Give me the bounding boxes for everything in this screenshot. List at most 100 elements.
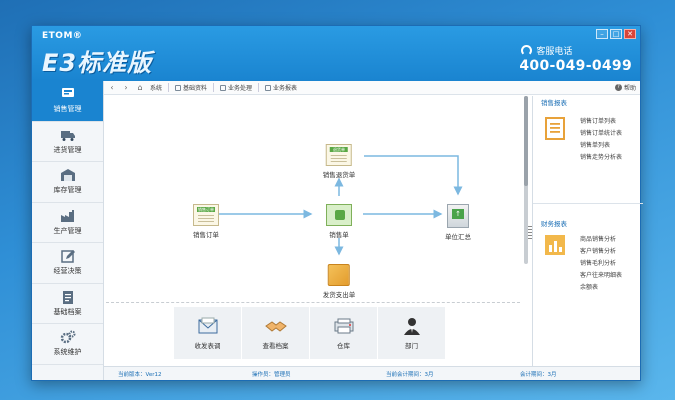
report-link[interactable]: 销售订单列表: [580, 118, 617, 125]
report-link[interactable]: 商品销售分析: [580, 236, 617, 243]
shortcut-archive[interactable]: 查看档案: [242, 307, 309, 359]
report-link[interactable]: 销售毛利分析: [580, 260, 617, 267]
sidebar-item-label: 销售管理: [53, 105, 82, 114]
toolbar-label: 系统: [150, 85, 163, 92]
node-sales-slip[interactable]: 销售单: [326, 204, 352, 239]
toolbar-label: 业务处理: [228, 85, 253, 92]
minimize-button[interactable]: –: [596, 29, 608, 39]
printer-icon: [333, 317, 355, 335]
support-hotline: 客服电话 400-049-0499: [519, 44, 632, 74]
toolbar-label: 基础资料: [183, 85, 208, 92]
shortcut-label: 查看档案: [262, 341, 289, 350]
help-button[interactable]: ?帮助: [614, 83, 636, 92]
sidebar-item-label: 经营决策: [53, 267, 82, 276]
folder-icon: [175, 84, 182, 91]
shortcut-label: 仓库: [337, 341, 350, 350]
report-link[interactable]: 余额表: [580, 284, 599, 291]
truck-icon: [60, 128, 76, 142]
report-link[interactable]: 客户销售分析: [580, 248, 617, 255]
report-icon: [265, 84, 272, 91]
status-version: 当前版本：Ver12: [118, 371, 162, 378]
toolbar-label: 业务报表: [273, 85, 298, 92]
section-divider: [106, 302, 520, 303]
gears-icon: [60, 330, 76, 344]
report-list-icon: [543, 116, 567, 140]
separator: [258, 83, 260, 92]
toolbar-business[interactable]: 业务处理: [220, 83, 252, 92]
shortcut-bar: 收发表调 查看档案 仓库 部门: [174, 307, 445, 359]
sidebar-item-label: 进货管理: [53, 145, 82, 154]
sidebar-item-archive[interactable]: 基础档案: [32, 284, 103, 324]
status-fiscal-period: 会计期间：3月: [520, 371, 557, 378]
help-label: 帮助: [623, 85, 636, 92]
sidebar-item-label: 系统维护: [53, 348, 82, 357]
toolbar-reports[interactable]: 业务报表: [265, 83, 297, 92]
finance-report-list: 商品销售分析 客户销售分析 销售毛利分析 客户往来明细表 余额表: [580, 234, 622, 291]
edit-icon: [60, 249, 76, 263]
node-summary[interactable]: ↑ 单位汇总: [445, 204, 471, 241]
person-icon: [401, 317, 423, 335]
node-sales-return[interactable]: 退货单 销售退货单: [322, 144, 356, 179]
sidebar-item-purchase[interactable]: 进货管理: [32, 122, 103, 162]
shortcut-warehouse[interactable]: 仓库: [310, 307, 377, 359]
report-link[interactable]: 销售订单统计表: [580, 130, 623, 137]
summary-icon: ↑: [447, 204, 469, 228]
product-logo: E3标准版: [42, 49, 153, 77]
vertical-scrollbar[interactable]: [524, 96, 528, 264]
sidebar: 销售管理 进货管理 库存管理 生产管理 经营决策: [32, 81, 104, 380]
sidebar-item-sales[interactable]: 销售管理: [32, 81, 103, 122]
node-shipment[interactable]: 发货支出单: [322, 264, 356, 299]
hotline-number: 400-049-0499: [519, 58, 632, 74]
toolbar: ‹ › ⌂ 系统 基础资料 业务处理 业务报表 ?帮助: [104, 81, 640, 95]
node-label: 销售退货单: [322, 171, 356, 179]
node-label: 发货支出单: [322, 291, 356, 299]
back-arrow-icon[interactable]: ‹: [110, 83, 114, 92]
finance-report-title: 财务报表: [541, 220, 567, 228]
report-link[interactable]: 客户往来明细表: [580, 272, 623, 279]
report-link[interactable]: 销售单列表: [580, 142, 611, 149]
separator: [213, 83, 215, 92]
maximize-button[interactable]: □: [610, 29, 622, 39]
close-button[interactable]: ✕: [624, 29, 636, 39]
shortcut-label: 部门: [405, 341, 418, 350]
doc-tag: 销售订单: [197, 207, 215, 212]
sidebar-item-decision[interactable]: 经营决策: [32, 243, 103, 284]
shortcut-send-receive[interactable]: 收发表调: [174, 307, 241, 359]
flow-arrows: [218, 155, 463, 256]
sidebar-item-label: 基础档案: [53, 307, 82, 316]
right-panel: 销售报表 销售订单列表 销售订单统计表 销售单列表 销售走势分析表 财务报表 商…: [532, 96, 643, 368]
sidebar-item-production[interactable]: 生产管理: [32, 203, 103, 243]
sidebar-item-label: 库存管理: [53, 186, 82, 195]
sidebar-item-label: 生产管理: [53, 226, 82, 235]
sidebar-item-inventory[interactable]: 库存管理: [32, 162, 103, 203]
warehouse-icon: [60, 168, 76, 182]
panel-resize-grip[interactable]: [528, 226, 532, 240]
headset-icon: [521, 45, 533, 56]
summary-glyph: ↑: [452, 209, 464, 219]
home-icon[interactable]: ⌂: [137, 83, 143, 92]
node-sales-order[interactable]: 销售订单 销售订单: [193, 204, 219, 239]
title-bar: ETOM® E3标准版 – □ ✕ 客服电话 400-049-0499: [32, 26, 640, 81]
window-controls: – □ ✕: [596, 29, 636, 39]
chart-icon: [543, 233, 567, 257]
app-window: ETOM® E3标准版 – □ ✕ 客服电话 400-049-0499 销售管理: [31, 25, 643, 381]
report-link[interactable]: 销售走势分析表: [580, 154, 623, 161]
status-bar: 当前版本：Ver12 操作员：管理员 当前会计期间：3月 会计期间：3月: [104, 366, 640, 380]
clipboard-icon: [60, 290, 76, 304]
arrow-return-to-summary: [364, 155, 463, 196]
shortcut-label: 收发表调: [194, 341, 221, 350]
help-icon: ?: [614, 84, 622, 91]
sidebar-item-system[interactable]: 系统维护: [32, 324, 103, 365]
factory-icon: [60, 209, 76, 223]
package-icon: [328, 264, 350, 286]
shortcut-department[interactable]: 部门: [378, 307, 445, 359]
panel-divider: [533, 203, 643, 204]
brand-small-logo: ETOM®: [42, 31, 83, 41]
document-icon: 销售订单: [193, 204, 219, 226]
separator: [168, 83, 170, 92]
toolbar-system[interactable]: 系统: [150, 83, 162, 92]
toolbar-basic-data[interactable]: 基础资料: [175, 83, 207, 92]
sales-flow-diagram: 销售订单 销售订单 销售单 退货单 销售退货单 发货支出单 ↑ 单位汇总: [106, 96, 520, 302]
status-accounting-period: 当前会计期间：3月: [386, 371, 434, 378]
forward-arrow-icon[interactable]: ›: [124, 83, 128, 92]
